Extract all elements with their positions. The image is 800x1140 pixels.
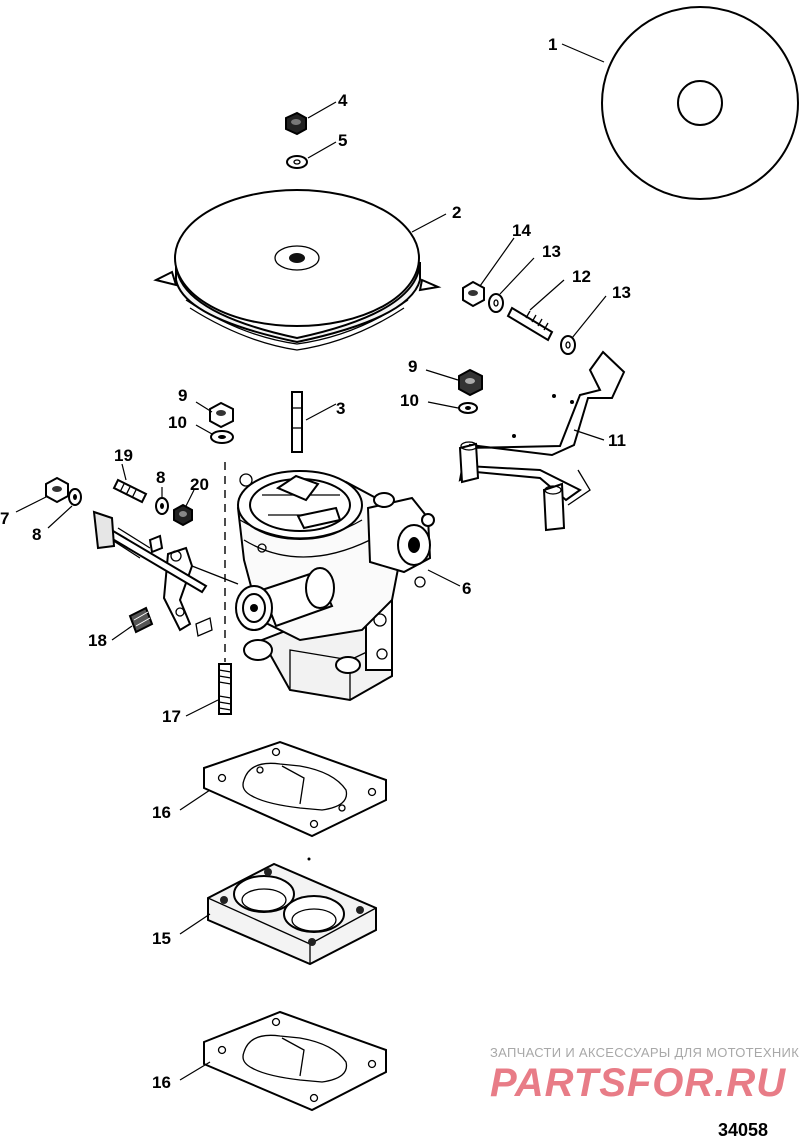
- part-4-nut: [285, 111, 307, 136]
- callout-7: 7: [0, 509, 9, 528]
- part-3-stud: [291, 391, 303, 453]
- part-11-bracket: [458, 350, 626, 532]
- callout-8-mid: 8: [156, 468, 165, 487]
- part-5-washer: [286, 155, 308, 169]
- part-8-washer-left: [68, 488, 82, 506]
- watermark-logo: PARTSFOR.RU: [490, 1061, 786, 1105]
- callout-labels: 1 2 3 4 5 6 7 8 8 9 9 10 10 11 12 13 13 …: [0, 35, 631, 1092]
- part-16-gasket-upper: [203, 740, 387, 838]
- part-10-washer-right: [458, 402, 478, 414]
- part-15-spacer: [207, 857, 377, 966]
- callout-4: 4: [338, 91, 348, 110]
- part-13-washer-b: [560, 335, 576, 355]
- callout-13-upper: 13: [542, 242, 561, 261]
- part-19-stud: [112, 478, 148, 504]
- callout-1: 1: [548, 35, 557, 54]
- callout-14: 14: [512, 221, 531, 240]
- part-14-nut: [462, 280, 485, 308]
- part-16-gasket-lower: [203, 1010, 387, 1112]
- callout-12: 12: [572, 267, 591, 286]
- callout-16-upper: 16: [152, 803, 171, 822]
- part-12-bolt: [506, 306, 554, 342]
- part-17-stud: [218, 663, 232, 715]
- callout-20: 20: [190, 475, 209, 494]
- callout-15: 15: [152, 929, 171, 948]
- callout-17: 17: [162, 707, 181, 726]
- part-10-washer-left: [210, 430, 234, 444]
- callout-18: 18: [88, 631, 107, 650]
- callout-8-left: 8: [32, 525, 41, 544]
- part-7-nut: [45, 476, 69, 504]
- part-6-carburetor: [92, 470, 435, 702]
- leader-lines: [15, 43, 607, 1081]
- part-13-washer-a: [488, 293, 504, 313]
- callout-5: 5: [338, 131, 347, 150]
- callout-19: 19: [114, 446, 133, 465]
- watermark: ЗАПЧАСТИ И АКСЕССУАРЫ ДЛЯ МОТОТЕХНИКИ PA…: [490, 1045, 800, 1105]
- callout-2: 2: [452, 203, 461, 222]
- callout-16-lower: 16: [152, 1073, 171, 1092]
- part-18-set-screw: [128, 606, 154, 634]
- part-8-washer-mid: [155, 497, 169, 515]
- figure-number: 34058: [718, 1120, 768, 1140]
- callout-9-left: 9: [178, 386, 187, 405]
- part-9-nut-right: [458, 368, 483, 397]
- callout-10-right: 10: [400, 391, 419, 410]
- callout-11: 11: [608, 431, 626, 450]
- callout-3: 3: [336, 399, 345, 418]
- callout-13-lower: 13: [612, 283, 631, 302]
- part-20-nut: [173, 503, 193, 527]
- callout-9-right: 9: [408, 357, 417, 376]
- part-1-filter-disc: [601, 6, 799, 200]
- watermark-tagline: ЗАПЧАСТИ И АКСЕССУАРЫ ДЛЯ МОТОТЕХНИКИ: [490, 1045, 800, 1060]
- callout-6: 6: [462, 579, 471, 598]
- part-2-air-cleaner-cover: [153, 189, 442, 351]
- part-9-nut-left: [209, 401, 234, 429]
- callout-10-left: 10: [168, 413, 187, 432]
